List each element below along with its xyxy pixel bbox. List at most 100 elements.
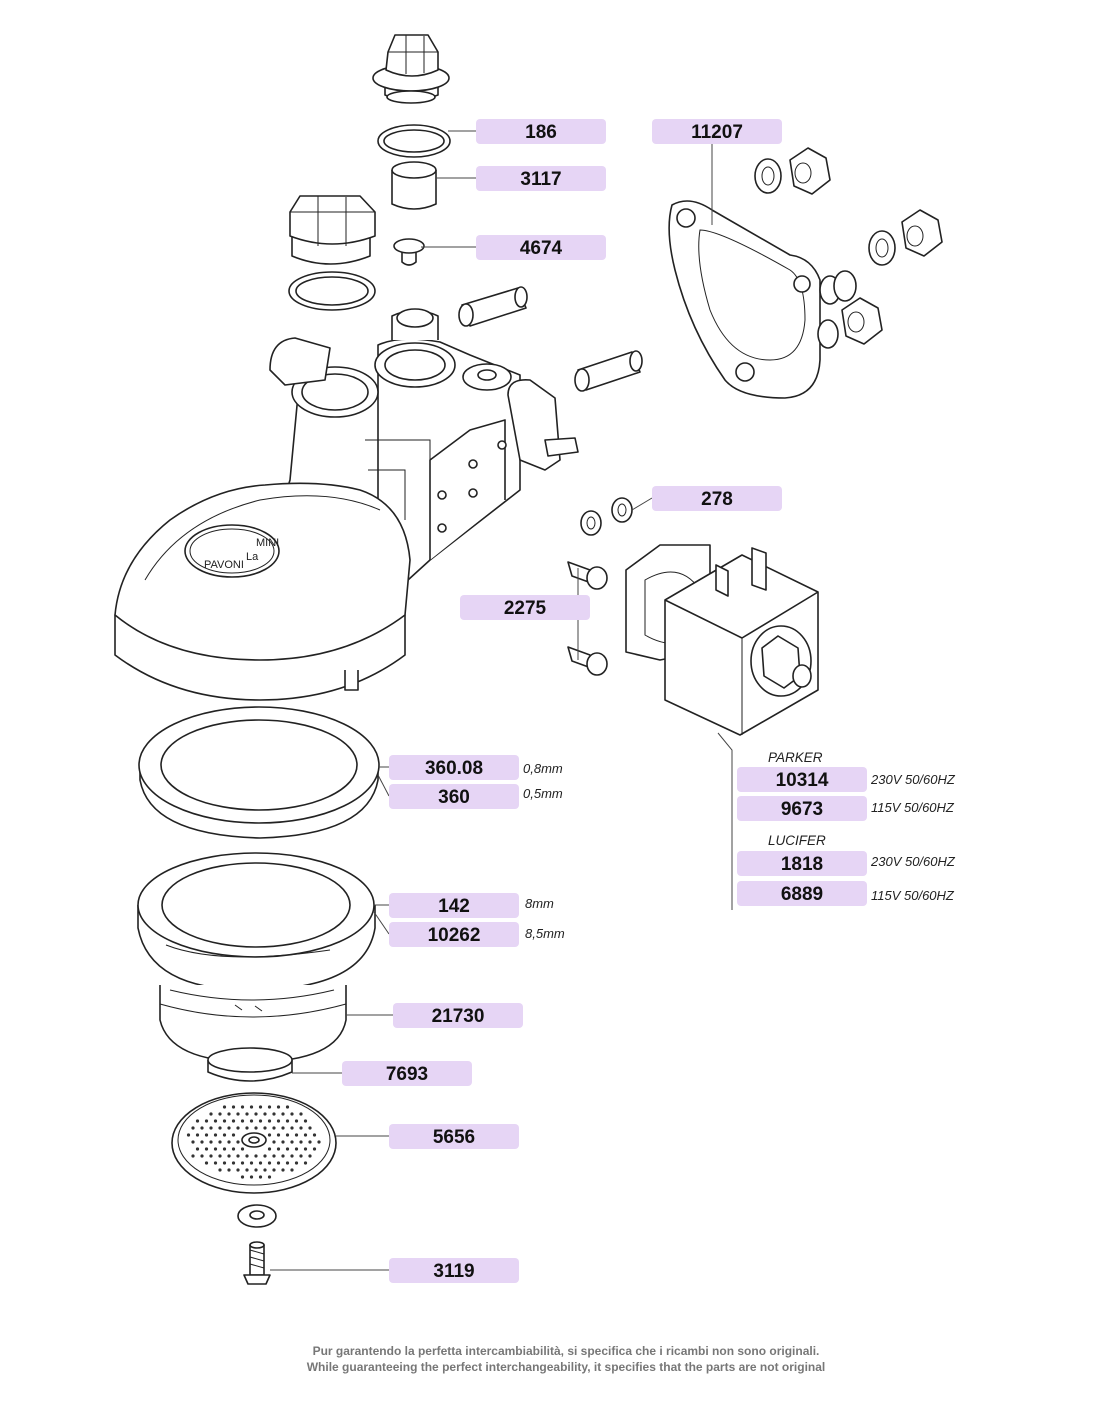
spec-10262: 8,5mm bbox=[525, 926, 565, 941]
basket-holder-142 bbox=[137, 852, 376, 991]
screen-hole bbox=[290, 1112, 294, 1116]
screen-hole bbox=[204, 1161, 209, 1165]
screen-hole bbox=[236, 1126, 240, 1130]
screen-hole bbox=[195, 1119, 200, 1123]
screen-hole bbox=[267, 1119, 272, 1123]
washer-nut-set-2 bbox=[868, 209, 943, 266]
screen-hole bbox=[218, 1154, 222, 1158]
screen-hole bbox=[191, 1126, 195, 1130]
spec-1818: 230V 50/60HZ bbox=[870, 854, 956, 869]
part-label-3119: 3119 bbox=[389, 1258, 519, 1283]
screen-hole bbox=[231, 1147, 236, 1151]
screen-hole bbox=[245, 1168, 249, 1172]
ring-7693 bbox=[207, 1047, 293, 1082]
screen-hole bbox=[236, 1140, 240, 1144]
screen-hole bbox=[231, 1161, 236, 1165]
svg-text:4674: 4674 bbox=[520, 238, 563, 259]
screen-hole bbox=[227, 1140, 231, 1144]
screen-hole bbox=[236, 1168, 240, 1172]
screen-hole bbox=[218, 1168, 222, 1172]
svg-text:3119: 3119 bbox=[433, 1261, 474, 1282]
screen-hole bbox=[276, 1119, 281, 1123]
svg-text:5656: 5656 bbox=[433, 1127, 475, 1148]
sleeve-3117 bbox=[391, 161, 437, 210]
part-label-4674: 4674 bbox=[476, 235, 606, 260]
screen-hole bbox=[200, 1154, 204, 1158]
screen-hole bbox=[303, 1133, 308, 1137]
part-label-360: 360 bbox=[389, 784, 519, 809]
screen-hole bbox=[290, 1154, 294, 1158]
part-label-10262: 10262 bbox=[389, 922, 519, 947]
screen-hole bbox=[267, 1105, 272, 1109]
part-label-1818: 1818 bbox=[737, 851, 867, 876]
screen-hole bbox=[276, 1133, 281, 1137]
logo-text-la: La bbox=[246, 551, 259, 563]
screen-hole bbox=[254, 1154, 258, 1158]
pin-upper bbox=[458, 286, 528, 327]
screen-hole bbox=[263, 1168, 267, 1172]
screen-hole bbox=[240, 1147, 245, 1151]
shower-screen-5656 bbox=[171, 1092, 337, 1194]
group-heading-parker: PARKER bbox=[768, 750, 823, 765]
screen-hole bbox=[263, 1154, 267, 1158]
screen-hole bbox=[213, 1161, 218, 1165]
screen-hole bbox=[204, 1119, 209, 1123]
screen-hole bbox=[285, 1161, 290, 1165]
screw-3119 bbox=[243, 1241, 271, 1285]
screen-hole bbox=[290, 1140, 294, 1144]
svg-text:1818: 1818 bbox=[781, 854, 823, 875]
screen-hole bbox=[254, 1126, 258, 1130]
screen-hole bbox=[276, 1105, 281, 1109]
screen-hole bbox=[227, 1112, 231, 1116]
screen-hole bbox=[263, 1126, 267, 1130]
screen-hole bbox=[258, 1161, 263, 1165]
spec-6889: 115V 50/60HZ bbox=[871, 888, 955, 903]
svg-text:10262: 10262 bbox=[428, 925, 481, 946]
screen-hole bbox=[209, 1154, 213, 1158]
svg-text:186: 186 bbox=[525, 122, 557, 143]
svg-text:6889: 6889 bbox=[781, 884, 823, 905]
screen-hole bbox=[272, 1168, 276, 1172]
screen-hole bbox=[258, 1105, 263, 1109]
part-label-7693: 7693 bbox=[342, 1061, 472, 1086]
part-label-3117: 3117 bbox=[476, 166, 606, 191]
washer-nut-set-1 bbox=[754, 147, 831, 195]
screen-hole bbox=[231, 1133, 236, 1137]
screen-hole bbox=[231, 1119, 236, 1123]
spec-360-08: 0,8mm bbox=[523, 761, 563, 776]
screen-hole bbox=[204, 1147, 209, 1151]
part-label-2275: 2275 bbox=[460, 595, 590, 620]
screen-hole bbox=[209, 1140, 213, 1144]
part-label-21730: 21730 bbox=[393, 1003, 523, 1028]
screen-hole bbox=[245, 1112, 249, 1116]
screen-hole bbox=[285, 1119, 290, 1123]
screen-hole bbox=[308, 1126, 312, 1130]
screen-hole bbox=[204, 1133, 209, 1137]
screen-hole bbox=[222, 1119, 227, 1123]
screen-hole bbox=[290, 1168, 294, 1172]
screen-hole bbox=[308, 1140, 312, 1144]
logo-text-mini: MINI bbox=[256, 537, 279, 549]
screen-hole bbox=[200, 1126, 204, 1130]
leader-lines bbox=[270, 130, 733, 1271]
screen-hole bbox=[299, 1126, 303, 1130]
screen-hole bbox=[213, 1119, 218, 1123]
screen-hole bbox=[249, 1119, 254, 1123]
screen-hole bbox=[303, 1119, 308, 1123]
svg-text:142: 142 bbox=[438, 896, 470, 917]
screen-hole bbox=[267, 1175, 272, 1179]
screen-hole bbox=[186, 1133, 191, 1137]
screen-hole bbox=[249, 1105, 254, 1109]
part-label-5656: 5656 bbox=[389, 1124, 519, 1149]
group-head-bell: MINI La PAVONI bbox=[114, 482, 411, 701]
svg-text:10314: 10314 bbox=[776, 770, 829, 791]
screen-hole bbox=[285, 1133, 290, 1137]
screen-hole bbox=[312, 1133, 317, 1137]
screen-hole bbox=[294, 1133, 299, 1137]
pin-lower bbox=[574, 350, 643, 392]
part-label-142: 142 bbox=[389, 893, 519, 918]
svg-text:360.08: 360.08 bbox=[425, 758, 483, 779]
screen-hole bbox=[227, 1168, 231, 1172]
screen-hole bbox=[209, 1112, 213, 1116]
screen-hole bbox=[303, 1147, 308, 1151]
